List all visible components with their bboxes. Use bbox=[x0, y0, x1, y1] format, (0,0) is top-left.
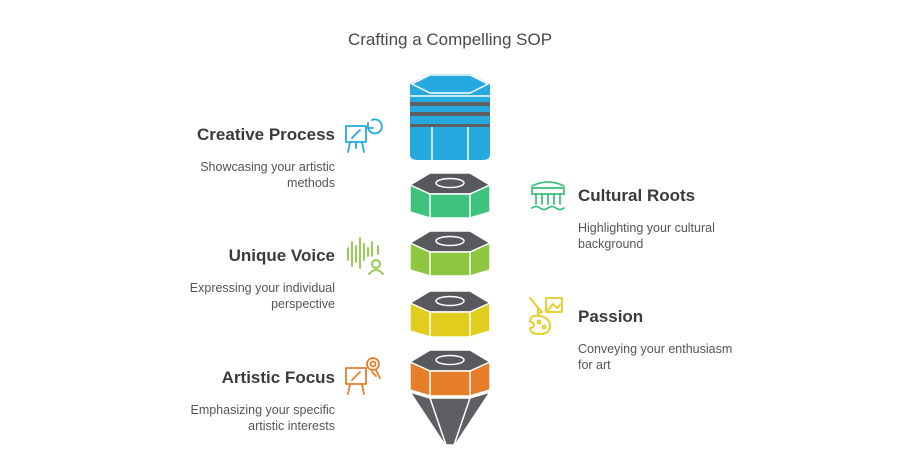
item-description: Emphasizing your specific artistic inter… bbox=[190, 403, 335, 433]
item-cultural-roots: Cultural Roots Highlighting your cultura… bbox=[578, 186, 838, 252]
page-title: Crafting a Compelling SOP bbox=[347, 30, 553, 49]
segment-creative-process bbox=[410, 74, 490, 160]
segment-cultural-roots bbox=[408, 172, 492, 219]
segment-passion bbox=[408, 290, 492, 338]
easel-target-icon bbox=[345, 357, 381, 395]
item-creative-process: Creative Process Showcasing your artisti… bbox=[75, 125, 335, 191]
item-unique-voice: Unique Voice Expressing your individual … bbox=[75, 246, 335, 312]
item-label: Artistic Focus bbox=[221, 368, 335, 387]
cultural-pillar-icon bbox=[531, 181, 565, 211]
item-description: Showcasing your artistic methods bbox=[200, 160, 335, 190]
item-description: Conveying your enthusiasm for art bbox=[578, 342, 733, 372]
item-label: Unique Voice bbox=[228, 246, 335, 265]
item-label: Cultural Roots bbox=[578, 186, 696, 205]
voice-wave-icon bbox=[347, 237, 384, 275]
item-description: Highlighting your cultural background bbox=[578, 221, 715, 251]
segment-unique-voice bbox=[408, 230, 492, 277]
item-label: Passion bbox=[578, 307, 644, 326]
segment-artistic-focus bbox=[408, 349, 492, 397]
easel-refresh-icon bbox=[345, 118, 383, 153]
palette-brush-icon bbox=[529, 297, 563, 335]
item-artistic-focus: Artistic Focus Emphasizing your specific… bbox=[75, 368, 335, 434]
pencil-tip bbox=[408, 390, 492, 446]
item-description: Expressing your individual perspective bbox=[189, 281, 335, 311]
item-label: Creative Process bbox=[197, 125, 335, 144]
item-passion: Passion Conveying your enthusiasm for ar… bbox=[578, 307, 838, 373]
